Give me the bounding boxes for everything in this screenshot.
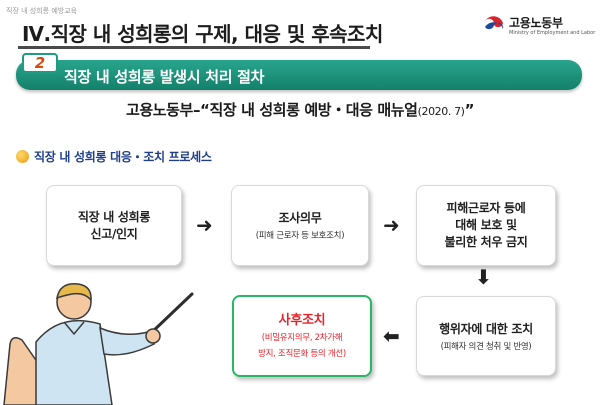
ministry-logo: 고용노동부 Ministry of Employment and Labor (482, 12, 596, 40)
step2-title: 조사의무 (278, 211, 322, 225)
section-banner (16, 60, 582, 90)
bullet-dot-icon (16, 150, 29, 163)
presenter-illustration (3, 283, 194, 405)
reference-line: 고용노동부–“직장 내 성희롱 예방・대응 매뉴얼(2020. 7)” (0, 99, 600, 120)
step4-title: 행위자에 대한 조치 (439, 321, 533, 336)
section-title: 직장 내 성희롱 대응・조치 프로세스 (34, 150, 212, 164)
step1-line2: 신고/인지 (90, 226, 138, 241)
step2-note: (피해 근로자 등 보호조치) (255, 231, 345, 241)
right-arrow-icon: ➜ (196, 213, 213, 237)
step3-line3: 불리한 처우 금지 (444, 235, 528, 249)
step5-note1: (비밀유지의무, 2차가해 (261, 332, 343, 343)
step5-title: 사후조치 (278, 312, 326, 328)
step3-line2: 대해 보호 및 (455, 218, 517, 232)
title-underline (18, 46, 370, 49)
page-title: Ⅳ.직장 내 성희롱의 구제, 대응 및 후속조치 (22, 22, 383, 46)
step5-note2: 방지, 조직문화 등의 개선) (258, 348, 346, 359)
step-followup-box: 사후조치 (비밀유지의무, 2차가해 방지, 조직문화 등의 개선) (232, 295, 372, 377)
course-label: 직장 내 성희롱 예방교육 (6, 7, 78, 15)
step4-note: (피해자 의견 청취 및 반영) (440, 341, 532, 352)
step-perpetrator-box: 행위자에 대한 조치 (피해자 의견 청취 및 반영) (416, 296, 556, 376)
step-protection-box: 피해근로자 등에 대해 보호 및 불리한 처우 금지 (416, 185, 556, 266)
logo-name-ko: 고용노동부 (509, 16, 563, 30)
reference-text: 고용노동부–“직장 내 성희롱 예방・대응 매뉴얼 (125, 101, 418, 119)
logo-name-en: Ministry of Employment and Labor (509, 30, 596, 36)
reference-year: (2020. 7) (417, 105, 465, 118)
step-investigation-box: 조사의무 (피해 근로자 등 보호조치) (231, 185, 369, 266)
banner-title: 직장 내 성희롱 발생시 처리 절차 (64, 68, 265, 86)
down-arrow-icon: ⬇ (475, 265, 492, 289)
right-arrow-icon: ➜ (383, 213, 400, 237)
taegeuk-emblem-icon (483, 14, 505, 36)
left-arrow-icon: ⬅ (383, 324, 400, 348)
step-report-box: 직장 내 성희롱 신고/인지 (46, 185, 182, 266)
step1-line1: 직장 내 성희롱 (77, 209, 151, 224)
step3-line1: 피해근로자 등에 (446, 201, 526, 215)
banner-number-badge: 2 (22, 53, 58, 73)
reference-close-quote: ” (464, 101, 475, 119)
